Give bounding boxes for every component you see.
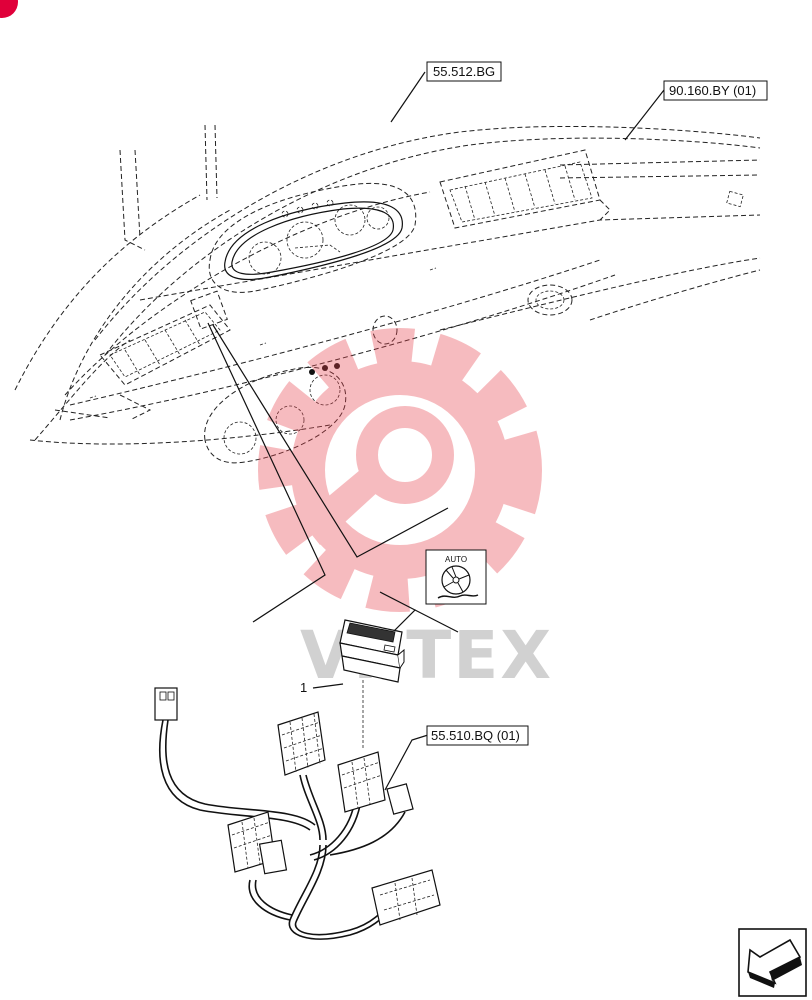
ref-label-top-right: 90.160.BY (01) xyxy=(669,83,756,98)
corner-badge xyxy=(0,0,18,18)
ref-box-harness[interactable]: 55.510.BQ (01) xyxy=(426,725,529,746)
ref-label-harness: 55.510.BQ (01) xyxy=(431,728,520,743)
instrument-cluster xyxy=(208,182,417,293)
auto-symbol: AUTO xyxy=(425,549,487,605)
rocker-switch xyxy=(339,619,405,683)
callout-item-1[interactable]: 1 xyxy=(300,680,307,695)
switch-bank-lower xyxy=(99,290,231,386)
wiring-harness xyxy=(154,687,441,940)
ref-box-top-right[interactable]: 90.160.BY (01) xyxy=(663,80,768,101)
arrow-back-icon xyxy=(747,938,802,988)
dashboard-outline xyxy=(14,124,761,445)
ref-label-top-center: 55.512.BG xyxy=(433,64,495,79)
back-nav-button[interactable] xyxy=(738,928,807,997)
fan-auto-icon xyxy=(437,565,479,599)
watermark-gear xyxy=(258,328,542,612)
auto-symbol-label: AUTO xyxy=(445,555,467,564)
ref-box-top-center[interactable]: 55.512.BG xyxy=(426,61,502,82)
watermark-text: VIITEX xyxy=(300,617,553,694)
switch-bank-upper xyxy=(439,149,601,229)
